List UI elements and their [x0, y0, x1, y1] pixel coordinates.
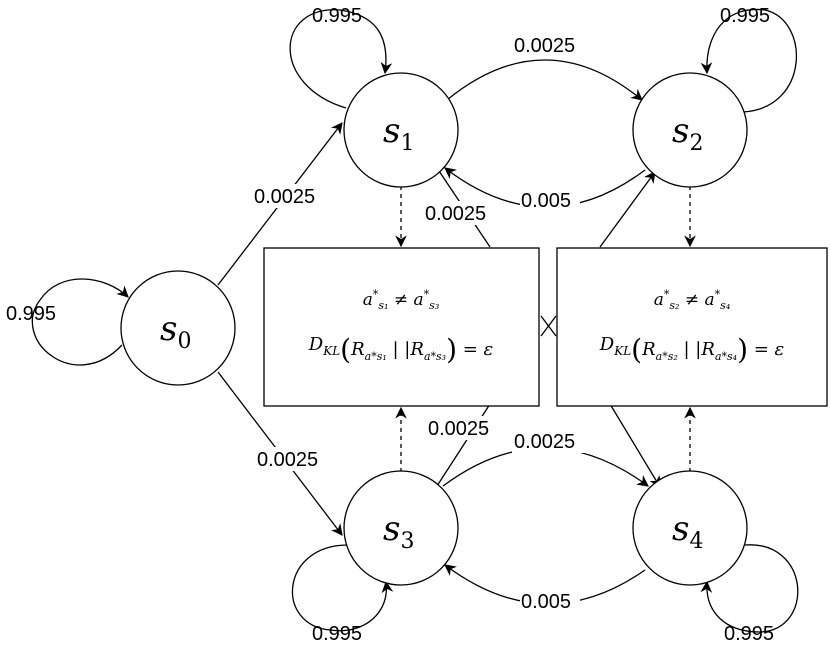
box-left-line1: a*s₁ ≠ a*s₃	[363, 288, 439, 312]
label-s2-s1: 0.005	[521, 190, 571, 212]
prob-labels: 0.995 0.995 0.995 0.995 0.995 0.0025 0.0…	[6, 5, 774, 645]
loop-s2	[700, 8, 798, 113]
node-s4: s4	[632, 470, 748, 586]
loop-s3	[291, 544, 394, 632]
label-s3-self: 0.995	[312, 623, 362, 645]
label-s1-self: 0.995	[312, 5, 362, 27]
label-s0-s1: 0.0025	[254, 186, 315, 208]
box-left-line2: DKL(Ra*s₁ | |Ra*s₃) = ε	[308, 333, 493, 366]
loop-s1	[289, 9, 393, 109]
label-s3-s4: 0.0025	[514, 431, 575, 453]
label-s4-s3: 0.005	[521, 591, 571, 613]
box-right-line2: DKL(Ra*s₂ | |Ra*s₄) = ε	[599, 333, 784, 366]
label-s2-self: 0.995	[720, 5, 770, 27]
edge-s3-s4	[442, 447, 649, 487]
node-s0: s0	[120, 270, 236, 386]
constraint-box-right: a*s₂ ≠ a*s₄ DKL(Ra*s₂ | |Ra*s₄) = ε	[556, 247, 828, 407]
loop-s4	[700, 544, 799, 633]
loop-s0	[31, 278, 129, 366]
constraint-box-left: a*s₁ ≠ a*s₃ DKL(Ra*s₁ | |Ra*s₃) = ε	[263, 247, 540, 407]
node-s2-label: s2	[672, 111, 703, 156]
box-right-line1: a*s₂ ≠ a*s₄	[654, 288, 730, 312]
label-s0-self: 0.995	[6, 303, 56, 325]
node-s3: s3	[343, 470, 459, 586]
node-s0-label: s0	[160, 309, 191, 354]
label-s3-s2: 0.0025	[428, 418, 489, 440]
label-s1-s4: 0.0025	[425, 203, 486, 225]
node-s3-label: s3	[383, 509, 414, 554]
label-s1-s2: 0.0025	[514, 35, 575, 57]
node-s2: s2	[632, 72, 748, 188]
edge-s1-s2	[446, 59, 643, 101]
node-s4-label: s4	[672, 509, 703, 554]
label-s4-self: 0.995	[724, 623, 774, 645]
label-s0-s3: 0.0025	[257, 449, 318, 471]
node-s1: s1	[343, 72, 459, 188]
node-s1-label: s1	[383, 111, 414, 156]
